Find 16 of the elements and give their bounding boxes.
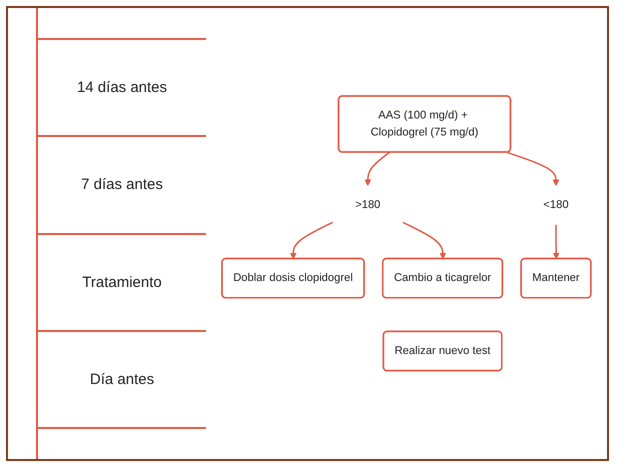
arrow <box>364 152 390 186</box>
step-box: Cambio a ticagrelor <box>382 258 504 299</box>
step-box: Doblar dosis clopidogrel <box>221 258 365 299</box>
threshold-label: <180 <box>543 198 569 212</box>
arrow <box>552 225 560 260</box>
arrow <box>506 152 560 186</box>
row-label: Día antes <box>90 370 154 388</box>
step-box: Realizar nuevo test <box>382 330 503 372</box>
row-label: 7 días antes <box>81 176 163 194</box>
row-label: Tratamiento <box>82 274 162 291</box>
arrow <box>290 222 334 260</box>
threshold-label: >180 <box>355 198 380 212</box>
step-box: Mantener <box>520 258 592 299</box>
arrow <box>402 222 446 260</box>
step-box: AAS (100 mg/d) + Clopidogrel (75 mg/d) <box>338 95 512 153</box>
row-label: 14 días antes <box>76 79 168 96</box>
